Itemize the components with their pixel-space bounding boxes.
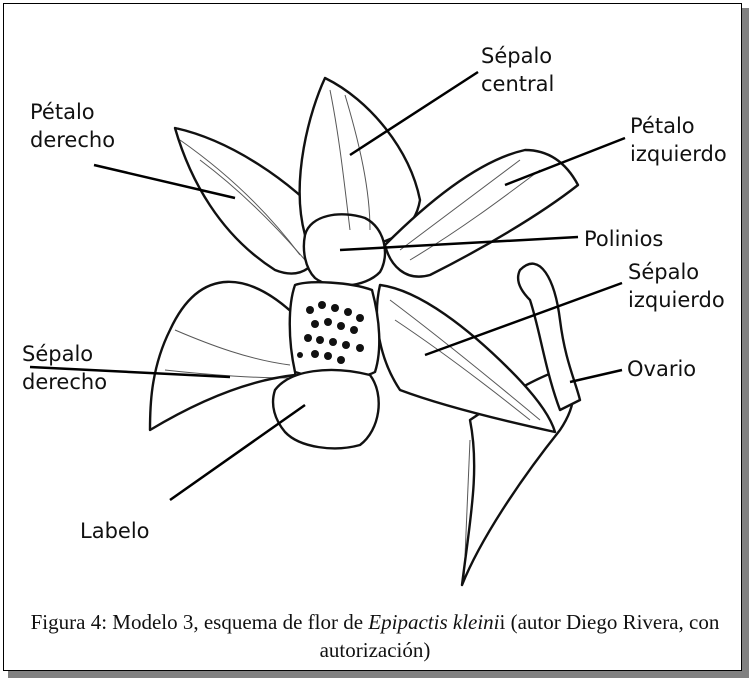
labelo-lip (273, 370, 379, 448)
label-petalo-izquierdo: Pétalo izquierdo (630, 112, 727, 168)
label-polinios-text: Polinios (584, 227, 663, 251)
label-polinios: Polinios (584, 225, 663, 253)
label-ovario-text: Ovario (627, 357, 696, 381)
labelo-body (290, 282, 380, 378)
label-sepalo-central-line2: central (481, 70, 554, 98)
leader-labelo (170, 405, 305, 500)
label-sepalo-central-line1: Sépalo (481, 42, 554, 70)
label-petalo-derecho-line1: Pétalo (30, 98, 115, 126)
label-petalo-derecho: Pétalo derecho (30, 98, 115, 154)
label-sepalo-izquierdo-line2: izquierdo (628, 286, 725, 314)
label-sepalo-izquierdo-line1: Sépalo (628, 258, 725, 286)
leader-ovario (570, 370, 622, 382)
label-sepalo-izquierdo: Sépalo izquierdo (628, 258, 725, 314)
label-labelo: Labelo (80, 517, 150, 545)
caption-species: Epipactis kleini (368, 610, 499, 634)
label-sepalo-derecho-line1: Sépalo (22, 340, 107, 368)
label-petalo-derecho-line2: derecho (30, 126, 115, 154)
label-sepalo-derecho-line2: derecho (22, 368, 107, 396)
label-labelo-text: Labelo (80, 519, 150, 543)
label-sepalo-derecho: Sépalo derecho (22, 340, 107, 396)
caption-prefix: Figura 4: Modelo 3, esquema de flor de (31, 610, 369, 634)
figure-caption: Figura 4: Modelo 3, esquema de flor de E… (20, 608, 730, 664)
label-ovario: Ovario (627, 355, 696, 383)
label-petalo-izquierdo-line1: Pétalo (630, 112, 727, 140)
label-petalo-izquierdo-line2: izquierdo (630, 140, 727, 168)
label-sepalo-central: Sépalo central (481, 42, 554, 98)
